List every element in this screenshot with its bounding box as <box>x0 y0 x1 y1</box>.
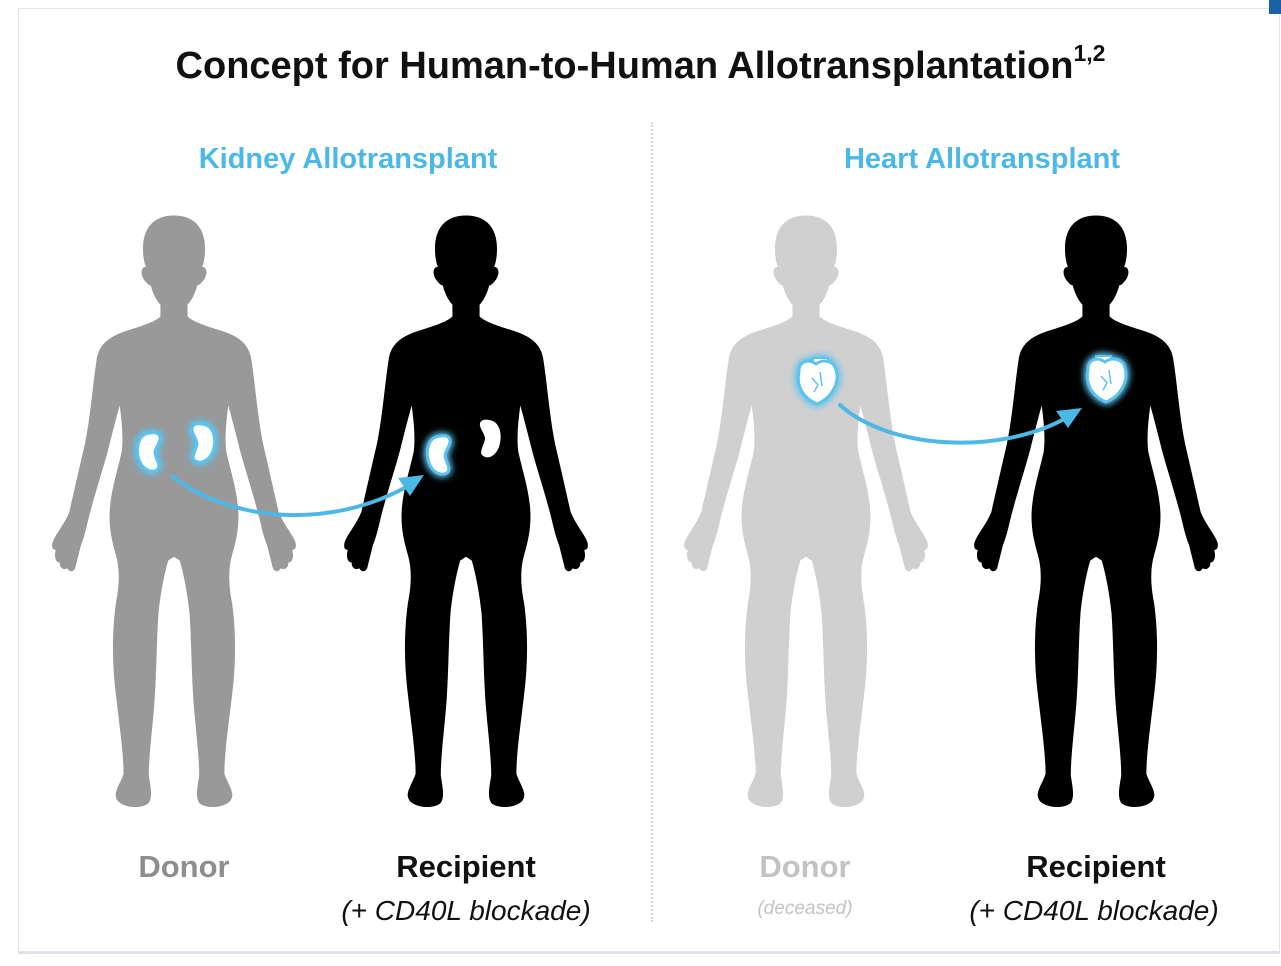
kidney-recipient-sublabel: (+ CD40L blockade) <box>296 893 636 929</box>
heart-donor-sublabel: (deceased) <box>715 896 895 922</box>
heart-recipient-sublabel: (+ CD40L blockade) <box>924 893 1264 929</box>
heart-recipient-label: Recipient <box>996 849 1196 885</box>
kidney-donor-label: Donor <box>94 849 274 885</box>
kidney-recipient-silhouette <box>344 216 588 807</box>
heart-donor-label: Donor <box>715 849 895 885</box>
kidney-recipient-label: Recipient <box>366 849 566 885</box>
heart-donor-silhouette <box>684 216 928 807</box>
heart-recipient-silhouette <box>974 216 1218 807</box>
